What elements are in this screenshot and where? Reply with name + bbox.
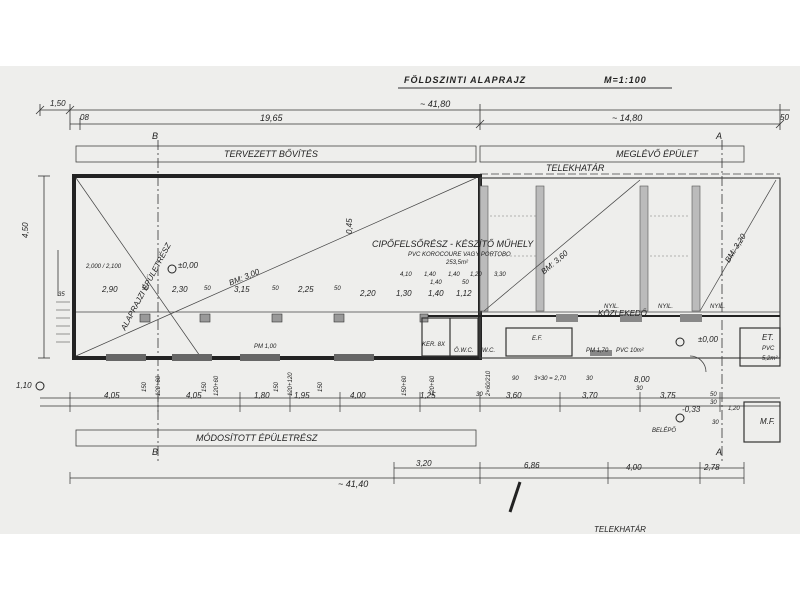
room-mf: M.F.: [760, 417, 775, 426]
room-main-area: 253,5m²: [446, 260, 469, 266]
dim-bottom-b: 6,86: [524, 461, 540, 470]
row-bottom-dim: 3,75: [660, 391, 676, 400]
section-mark-a-top: A: [716, 131, 723, 141]
window-mark: 120+60: [156, 375, 162, 396]
dim-left-wall: 08: [80, 113, 89, 122]
corridor-dim: 8,00: [634, 375, 650, 384]
room-ef: E.F.: [532, 336, 543, 342]
right-dim: 1,20: [728, 406, 740, 412]
row-top-dim: 50: [272, 286, 279, 292]
room-corridor: KÖZLEKEDŐ: [598, 309, 647, 318]
inner-dim: 3,30: [494, 272, 506, 278]
left-sill-note: 2,000 / 2,100: [86, 264, 122, 270]
inner-dim: 1,40: [430, 280, 442, 286]
window-mark: 150: [202, 381, 208, 392]
inner-dim: 4,10: [400, 272, 412, 278]
room-et-area: 5,2m²: [762, 356, 778, 362]
row-top-dim: 2,90: [102, 285, 118, 294]
row-top-dim: 2,25: [298, 285, 314, 294]
section-mark-b-top: B: [152, 131, 159, 141]
row-top-dim: 2,20: [360, 289, 376, 298]
inner-dim: 1,40: [424, 272, 436, 278]
room-main-name: CIPŐFELSŐRÉSZ - KÉSZÍTŐ MŰHELY: [372, 239, 534, 249]
dim-left-part: 19,65: [260, 113, 283, 123]
dim-bottom-c: 4,00: [626, 463, 642, 472]
row-top-dim: 3,15: [234, 285, 250, 294]
row-top-dim: 1,12: [456, 289, 472, 298]
zone-existing-building: MEGLÉVŐ ÉPÜLET: [616, 149, 699, 159]
row-top-dim: 2,30: [172, 285, 188, 294]
window-mark: 150: [142, 381, 148, 392]
label-kerb: KER. 8X: [422, 342, 446, 348]
label-belepo: BELÉPŐ: [652, 428, 677, 434]
zone-modified: MÓDOSÍTOTT ÉPÜLETRÉSZ: [196, 433, 318, 443]
zone-planned-extension: TERVEZETT BŐVÍTÉS: [224, 149, 318, 159]
label-nyil: NYIL.: [658, 304, 674, 310]
dim-overall-top: ~ 41,80: [420, 99, 451, 109]
level-pm2: PM 1,70: [586, 348, 609, 354]
room-wc: W.C.: [482, 348, 496, 354]
corridor-dim: 3×30 = 2,70: [534, 376, 567, 382]
row-bottom-dim: 3,70: [582, 391, 598, 400]
row-top-dim: 50: [142, 286, 149, 292]
corridor-dim: 90: [512, 376, 519, 382]
row-top-dim: 1,40: [428, 289, 444, 298]
plan-scale: M=1:100: [604, 75, 647, 85]
left-level-mark: 1,10: [16, 381, 32, 390]
row-top-dim: 1,30: [396, 289, 412, 298]
zone-boundary-top: TELEKHATÁR: [546, 163, 605, 173]
row-bottom-dim: 1,25: [420, 391, 436, 400]
room-et-floor: PVC: [762, 346, 775, 352]
right-dim: 30: [710, 400, 717, 406]
window-mark: 150: [274, 381, 280, 392]
dim-right-part: ~ 14,80: [612, 113, 643, 123]
row-bottom-dim: 1,80: [254, 391, 270, 400]
floor-plan-drawing: [35, 87, 790, 513]
row-bottom-dim: 3,60: [506, 391, 522, 400]
room-main-floor: PVC KOROCOURE VAGY PORTOBO: [408, 252, 511, 258]
door-mark: 2×60/210: [486, 370, 492, 396]
row-top-dim: 50: [204, 286, 211, 292]
row-bottom-dim: 4,05: [104, 391, 120, 400]
left-small-dim: 35: [58, 292, 65, 298]
room-wc2: Ö.W.C.: [454, 348, 474, 354]
label-nyil: NYIL.: [710, 304, 726, 310]
dim-overall-bottom: ~ 41,40: [338, 479, 369, 489]
section-mark-a-bottom: A: [716, 447, 723, 457]
dim-bottom-d: 2,78: [704, 463, 720, 472]
row-top-dim: 50: [334, 286, 341, 292]
drawing-sheet: FÖLDSZINTI ALAPRAJZ M=1:100 1,50 ~ 41,80…: [0, 66, 800, 534]
label-nyil: NYIL.: [604, 304, 620, 310]
dim-far-right: 50: [780, 113, 789, 122]
room-et: ET.: [762, 333, 774, 342]
lift-height: 0,45: [345, 218, 354, 234]
plan-title: FÖLDSZINTI ALAPRAJZ: [404, 75, 527, 85]
corridor-dim: 30: [586, 376, 593, 382]
inner-dim: 50: [462, 280, 469, 286]
level-pm1: PM 1,00: [254, 344, 277, 350]
corridor-dim: 30: [636, 386, 643, 392]
level-zero-left: ±0,00: [178, 261, 198, 270]
row-bottom-dim: 30: [476, 392, 483, 398]
section-mark-b-bottom: B: [152, 447, 159, 457]
dim-left-height: 4,50: [21, 222, 30, 238]
row-bottom-dim: 4,00: [350, 391, 366, 400]
row-bottom-dim: 4,05: [186, 391, 202, 400]
dim-bottom-a: 3,20: [416, 459, 432, 468]
room-corridor-floor: PVC 10m²: [616, 348, 644, 354]
window-mark: 150+60: [402, 375, 408, 396]
zone-boundary-bottom: TELEKHATÁR: [594, 525, 646, 534]
dim-left-margin: 1,50: [50, 99, 66, 108]
window-mark: 150: [318, 381, 324, 392]
inner-dim: 1,20: [470, 272, 482, 278]
row-bottom-dim: 50: [710, 392, 717, 398]
inner-dim: 1,40: [448, 272, 460, 278]
right-dim: 30: [712, 420, 719, 426]
row-bottom-dim: 1,95: [294, 391, 310, 400]
window-mark: 120+60: [214, 375, 220, 396]
level-minus: -0,33: [682, 405, 701, 414]
level-zero-right: ±0,00: [698, 335, 718, 344]
